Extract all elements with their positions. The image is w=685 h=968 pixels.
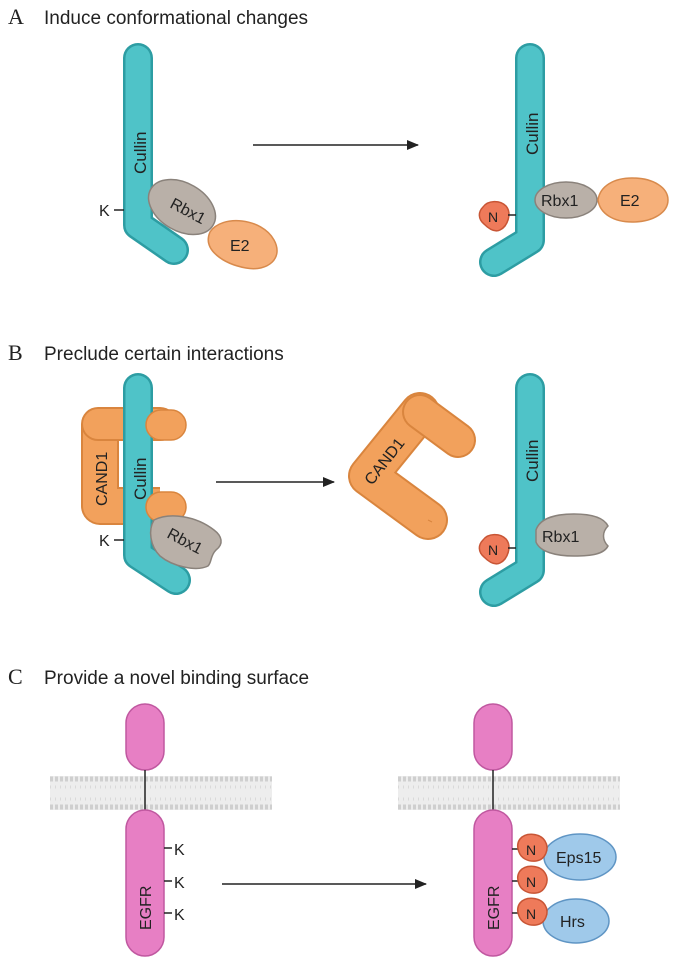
nedd8-label: N [526, 842, 536, 858]
nedd8-tag-1: N [512, 833, 548, 862]
membrane-right [398, 776, 620, 810]
e2-right-a: E2 [597, 177, 669, 223]
cand1-label: CAND1 [94, 452, 111, 506]
rbx1-left-b: Rbx1 [149, 515, 222, 570]
e2-label: E2 [620, 193, 640, 210]
lysine-label: K [174, 907, 185, 924]
nedd8-label: N [526, 906, 536, 922]
cullin-right-a: Cullin [479, 43, 545, 277]
panel-a-letter: A [8, 4, 24, 29]
cullin-left-a: Cullin [123, 43, 189, 265]
membrane-left [50, 776, 272, 810]
rbx1-right-b: Rbx1 [535, 513, 609, 557]
nedd8-label: N [488, 542, 498, 558]
cullin-label: Cullin [131, 457, 150, 500]
panel-b: CAND1 Cullin K Rbx1 CAND1 [81, 373, 609, 607]
panel-c-title: C Provide a novel binding surface [8, 664, 309, 690]
cullin-label: Cullin [523, 112, 542, 155]
cullin-left-b: Cullin [123, 373, 191, 595]
panel-b-letter: B [8, 340, 23, 365]
lysine-label: K [174, 842, 185, 859]
eps15-label: Eps15 [556, 850, 601, 867]
lysine-label: K [99, 533, 110, 550]
e2-label: E2 [230, 238, 250, 255]
panel-a-heading: Induce conformational changes [44, 8, 309, 29]
nedd8-tag-2: N [512, 865, 548, 894]
panel-a-title: A Induce conformational changes [8, 4, 308, 30]
rbx1-left-a: Rbx1 [147, 178, 217, 236]
panel-b-heading: Preclude certain interactions [44, 344, 284, 365]
egfr-right: EGFR [473, 703, 513, 957]
panel-c: EGFR K K K EGFR Eps15 Hrs N N [50, 703, 620, 957]
cullin-right-b: Cullin [479, 373, 545, 607]
nedd8-tag-3: N [512, 897, 548, 926]
panel-a: Cullin K Rbx1 E2 Cullin N Rbx1 [99, 43, 669, 277]
rbx1-label: Rbx1 [542, 529, 579, 546]
rbx1-right-a: Rbx1 [534, 181, 598, 219]
lysine-label: K [99, 203, 110, 220]
nedd8-right-a: N [478, 200, 516, 232]
cand1-knob-top [145, 409, 187, 441]
cullin-label: Cullin [131, 131, 150, 174]
nedd8-label: N [526, 874, 536, 890]
panel-b-title: B Preclude certain interactions [8, 340, 284, 366]
panel-c-heading: Provide a novel binding surface [44, 668, 310, 689]
rbx1-label: Rbx1 [541, 193, 578, 210]
e2-left-a: E2 [207, 219, 278, 270]
egfr-label: EGFR [486, 886, 503, 930]
egfr-label: EGFR [138, 886, 155, 930]
lysine-label: K [174, 875, 185, 892]
egfr-left: EGFR [125, 703, 165, 957]
nedd8-label: N [488, 209, 498, 225]
cand1-free: CAND1 [348, 392, 476, 540]
panel-c-letter: C [8, 664, 23, 689]
nedd8-right-b: N [478, 533, 516, 565]
hrs-label: Hrs [560, 914, 585, 931]
cullin-label: Cullin [523, 439, 542, 482]
